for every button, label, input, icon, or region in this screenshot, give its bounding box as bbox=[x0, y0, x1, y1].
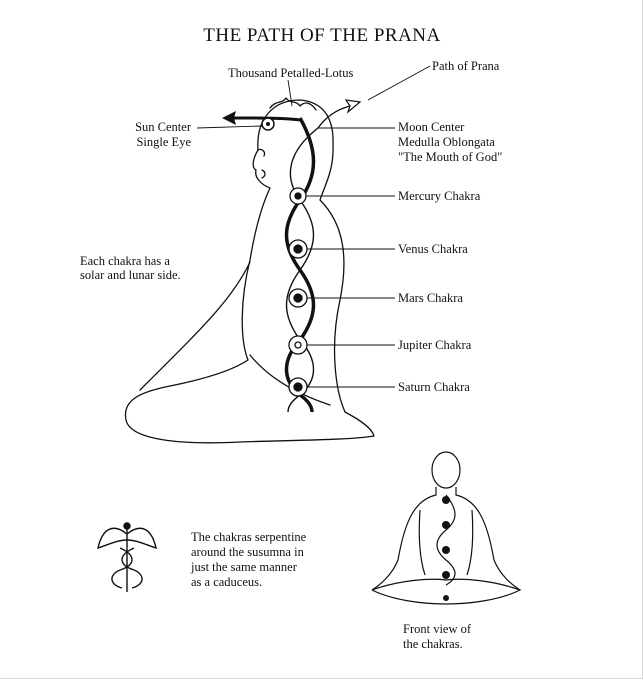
face-line bbox=[257, 148, 266, 179]
label-each-chakra-2: solar and lunar side. bbox=[80, 268, 181, 282]
label-sun-center: Sun Center bbox=[135, 120, 191, 134]
label-single-eye: Single Eye bbox=[136, 135, 191, 149]
chakra-icon bbox=[442, 496, 450, 601]
solar-path bbox=[284, 117, 316, 413]
moon-arrow bbox=[317, 105, 351, 129]
label-caduceus-4: as a caduceus. bbox=[191, 575, 263, 589]
label-medulla-oblongata: Medulla Oblongata bbox=[398, 135, 495, 149]
label-mars-chakra: Mars Chakra bbox=[398, 291, 463, 305]
label-caduceus-2: around the susumna in bbox=[191, 545, 304, 559]
label-jupiter-chakra: Jupiter Chakra bbox=[398, 338, 472, 352]
front-view-figure bbox=[371, 451, 522, 605]
label-each-chakra-1: Each chakra has a bbox=[80, 254, 170, 268]
lotus-crown bbox=[269, 97, 317, 111]
arm-line bbox=[139, 261, 251, 391]
label-caduceus-1: The chakras serpentine bbox=[191, 530, 307, 544]
label-front-view-2: the chakras. bbox=[403, 637, 463, 651]
page-title: THE PATH OF THE PRANA bbox=[203, 25, 441, 46]
thigh-line bbox=[249, 354, 331, 406]
label-mercury-chakra: Mercury Chakra bbox=[398, 189, 481, 203]
figure-outline bbox=[124, 99, 375, 444]
arrow-icon bbox=[222, 111, 236, 125]
sun-arrow bbox=[231, 116, 301, 122]
label-front-view-1: Front view of bbox=[403, 622, 472, 636]
label-moon-center: Moon Center bbox=[398, 120, 465, 134]
label-path-of-prana: Path of Prana bbox=[432, 59, 500, 73]
label-thousand-petalled-lotus: Thousand Petalled-Lotus bbox=[228, 66, 354, 80]
caduceus-icon bbox=[97, 522, 157, 592]
label-mouth-of-god: "The Mouth of God" bbox=[398, 150, 503, 164]
label-venus-chakra: Venus Chakra bbox=[398, 242, 468, 256]
arrow-icon bbox=[344, 99, 362, 114]
label-saturn-chakra: Saturn Chakra bbox=[398, 380, 470, 394]
label-caduceus-3: just the same manner bbox=[191, 560, 297, 574]
chakra-icon bbox=[288, 187, 308, 397]
